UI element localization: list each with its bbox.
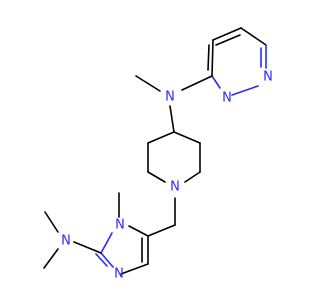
pyridazine-ring xyxy=(207,27,267,96)
atom-label-imidazole-n1: N xyxy=(115,218,125,233)
bond-pip-6 xyxy=(173,131,201,144)
bond-pyridazine-n-n xyxy=(231,85,259,96)
methylene-linker xyxy=(147,197,176,237)
bond-imid-n3-c2 xyxy=(100,252,114,268)
bond-pip-4 xyxy=(184,171,201,183)
atom-label-amine-n: N xyxy=(165,90,175,105)
bond-pyridazine-n-c xyxy=(211,75,221,89)
bond-pyridazine-double-3 xyxy=(207,44,210,71)
bond-c2-n xyxy=(73,241,102,254)
bond-imid-c2-n1 xyxy=(100,232,113,254)
molecule-diagram: N N N N N N N xyxy=(43,27,273,282)
bond-pyridazine-c-c-2 xyxy=(240,27,267,46)
n-methyl-amine xyxy=(135,75,213,133)
imidazole-ring xyxy=(95,192,149,275)
bond-imid-c4-n3 xyxy=(120,263,149,275)
bond-n-methyl-1 xyxy=(44,211,59,233)
bond-imid-double-2 xyxy=(95,253,108,267)
bond-imid-n1-c5 xyxy=(128,225,149,237)
atom-label-piperidine-n: N xyxy=(170,180,180,195)
bond-n-methyl xyxy=(135,75,161,92)
atom-label-dimethylamino-n: N xyxy=(61,234,71,249)
bond-pyridazine-c-c-3 xyxy=(211,39,214,77)
bond-pyridazine-to-n xyxy=(181,75,213,91)
piperidine-ring xyxy=(147,131,201,183)
bond-pyridazine-c-c-1 xyxy=(212,27,242,41)
bond-pip-3 xyxy=(147,171,166,183)
atom-label-imidazole-n3: N xyxy=(114,267,124,282)
bond-n-to-piperidine xyxy=(169,105,175,133)
bond-n-methyl-2 xyxy=(43,248,59,269)
atom-label-pyridazine-n2: N xyxy=(222,91,232,106)
bond-pyridazine-double-1 xyxy=(215,34,241,46)
atom-label-pyridazine-n1: N xyxy=(263,70,273,85)
dimethylamino xyxy=(43,211,102,269)
bond-ch2-imidazole xyxy=(147,224,176,237)
bond-pip-1 xyxy=(147,131,175,144)
atom-labels: N N N N N N N xyxy=(61,70,273,282)
